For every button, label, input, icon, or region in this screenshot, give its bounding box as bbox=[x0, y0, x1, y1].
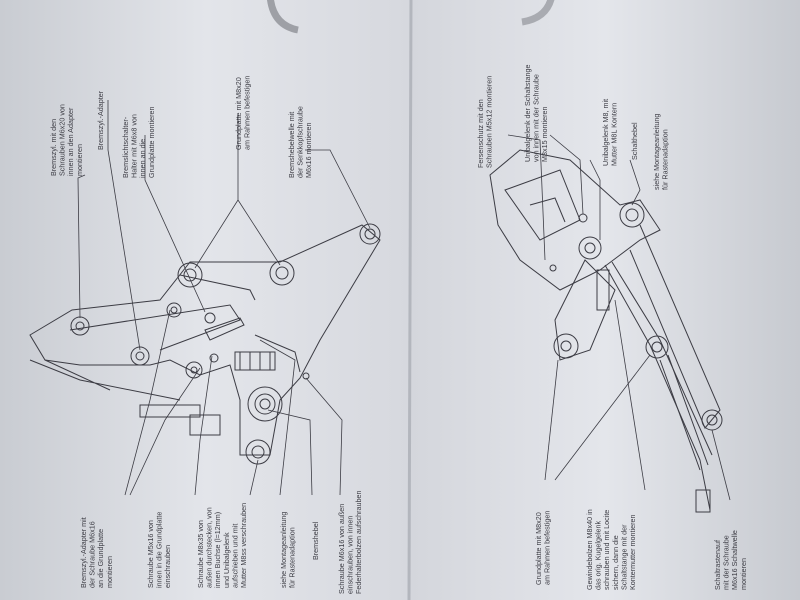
label-line: innen in die Grundplatte bbox=[155, 512, 164, 588]
label-bremslichtschalter: Bremslichtschalter-Halter mit M6x8 vonin… bbox=[121, 106, 156, 178]
label-line: am Rahmen befestigen bbox=[543, 511, 552, 585]
label-line: Schalthebel bbox=[630, 122, 639, 160]
label-line: montieren bbox=[75, 144, 84, 176]
label-line: Schrauben M6x20 von bbox=[58, 104, 67, 176]
label-line: am Rahmen befestigen bbox=[243, 76, 252, 150]
label-grundplatte: Grundplatte mit M8x20am Rahmen befestige… bbox=[234, 76, 252, 150]
label-line: Grundplatte mit M8x20 bbox=[534, 512, 543, 585]
label-line: an die Grundplatte bbox=[96, 529, 105, 588]
shift-labels: Fersenschutz mit denSchrauben M5x12 mont… bbox=[476, 65, 748, 591]
label-line: der Senkkopfschraube bbox=[296, 106, 305, 178]
label-line: Bremslichtschalter- bbox=[121, 116, 130, 178]
label-unibalgelenk-m8: Unibalgelenk M8, mitMutter M8L Kontern bbox=[601, 99, 619, 166]
label-line: innen Buchse (l=12mm) bbox=[213, 512, 222, 588]
label-line: einschrauben, von innen bbox=[346, 516, 355, 594]
label-grundplatte-right: Grundplatte mit M8x20am Rahmen befestige… bbox=[534, 511, 552, 585]
shift-leader-lines bbox=[507, 134, 731, 501]
label-line: montieren bbox=[739, 558, 748, 590]
label-line: Schaltrastenauf bbox=[713, 540, 722, 590]
right-page bbox=[410, 0, 800, 600]
label-line: von innen mit der Schraube bbox=[532, 74, 541, 162]
label-line: Halter mit M6x8 von bbox=[130, 114, 139, 178]
label-line: Schraube M6x16 von außen bbox=[337, 504, 346, 594]
label-adapter-schraube: Bremszyl.-Adapter mitder Schraube M6x16a… bbox=[79, 517, 114, 588]
label-line: einschrauben bbox=[163, 545, 172, 588]
label-line: Bremszyl.-Adapter mit bbox=[79, 517, 88, 588]
label-line: Bremshebelwelle mit bbox=[287, 112, 296, 178]
label-schraube-m8: Schraube M8x35 vonaußen durchstecken, vo… bbox=[196, 503, 248, 588]
label-montageanleitung-right: siehe Montageanleitungfür Rastenadaption bbox=[652, 114, 670, 190]
label-line: Federhalterbolzen aufschrauben bbox=[354, 491, 363, 595]
binder-ring-right bbox=[521, 0, 555, 26]
brake-labels: Bremszyl. mit denSchrauben M6x20 voninne… bbox=[49, 76, 363, 594]
label-line: Mutter M8L Kontern bbox=[610, 103, 619, 166]
label-line: für Rastenadaption bbox=[288, 527, 297, 588]
brake-assembly-drawing bbox=[29, 223, 381, 465]
label-bremszyl-schrauben: Bremszyl. mit denSchrauben M6x20 voninne… bbox=[49, 104, 84, 176]
label-bremshebel: Bremshebel bbox=[311, 521, 320, 560]
label-line: Schraube M5x16 von bbox=[146, 520, 155, 588]
label-fersenschutz: Fersenschutz mit denSchrauben M5x12 mont… bbox=[476, 76, 494, 168]
label-gewindebolzen: Gewindebolzen M8x40 indas orig. Kugelgel… bbox=[585, 509, 637, 590]
label-line: Gewindebolzen M8x40 in bbox=[585, 509, 594, 590]
label-line: M6x16 montieren bbox=[304, 122, 313, 178]
brake-leader-lines bbox=[77, 100, 371, 496]
label-line: Grundplatte montieren bbox=[147, 106, 156, 178]
label-line: Schraube M8x35 von bbox=[196, 520, 205, 588]
label-line: Mutter M8ss verschrauben bbox=[239, 503, 248, 588]
label-line: das orig. Kugelgelenk bbox=[594, 520, 603, 590]
label-schalthebel: Schalthebel bbox=[630, 122, 639, 160]
label-line: und Unibalgelenk bbox=[222, 532, 231, 588]
label-line: Fersenschutz mit den bbox=[476, 99, 485, 168]
label-montageanleitung-left: siehe Montageanleitungfür Rastenadaption bbox=[279, 512, 297, 588]
binder-ring-left bbox=[267, 0, 299, 34]
label-line: der Schraube M6x16 bbox=[88, 521, 97, 588]
label-unibalgelenk-schaltstange: Unibalgelenk der Schaltstangevon innen m… bbox=[523, 65, 549, 163]
left-page bbox=[0, 0, 412, 600]
label-line: M8x15 montieren bbox=[540, 106, 549, 162]
label-line: siehe Montageanleitung bbox=[652, 114, 661, 190]
label-line: Bremszyl. mit den bbox=[49, 119, 58, 176]
label-line: sichern, dann die bbox=[611, 535, 620, 590]
label-line: Kontermutter montieren bbox=[628, 514, 637, 590]
label-line: Grundplatte mit M8x20 bbox=[234, 77, 243, 150]
label-line: innen an die bbox=[138, 139, 147, 178]
page-fold bbox=[407, 0, 413, 600]
label-line: Unibalgelenk der Schaltstange bbox=[523, 65, 532, 163]
label-line: aufschieben und mit bbox=[230, 524, 239, 588]
label-schraube-m6: Schraube M6x16 von außeneinschrauben, vo… bbox=[337, 491, 363, 595]
label-line: Bremszyl.-Adapter bbox=[96, 90, 105, 150]
label-line: Unibalgelenk M8, mit bbox=[601, 99, 610, 166]
label-line: mit der Schraube bbox=[722, 535, 731, 590]
label-bremszyl-adapter: Bremszyl.-Adapter bbox=[96, 90, 105, 150]
label-schraube-m5: Schraube M5x16 voninnen in die Grundplat… bbox=[146, 512, 172, 588]
label-schaltrastenauf: Schaltrastenaufmit der SchraubeM6x16 Sch… bbox=[713, 530, 748, 590]
label-line: Schaltstange mit der bbox=[619, 524, 628, 590]
label-line: siehe Montageanleitung bbox=[279, 512, 288, 588]
label-line: außen durchstecken, von bbox=[205, 507, 214, 588]
label-line: M6x16 Schaltwelle bbox=[730, 530, 739, 590]
label-bremshebelwelle: Bremshebelwelle mitder SenkkopfschraubeM… bbox=[287, 106, 313, 178]
label-line: für Rastenadaption bbox=[661, 129, 670, 190]
label-line: montieren bbox=[105, 556, 114, 588]
label-line: schrauben und mit Locite bbox=[602, 510, 611, 590]
label-line: Bremshebel bbox=[311, 521, 320, 560]
label-line: innen an den Adapter bbox=[66, 107, 75, 176]
label-line: Schrauben M5x12 montieren bbox=[485, 76, 494, 168]
